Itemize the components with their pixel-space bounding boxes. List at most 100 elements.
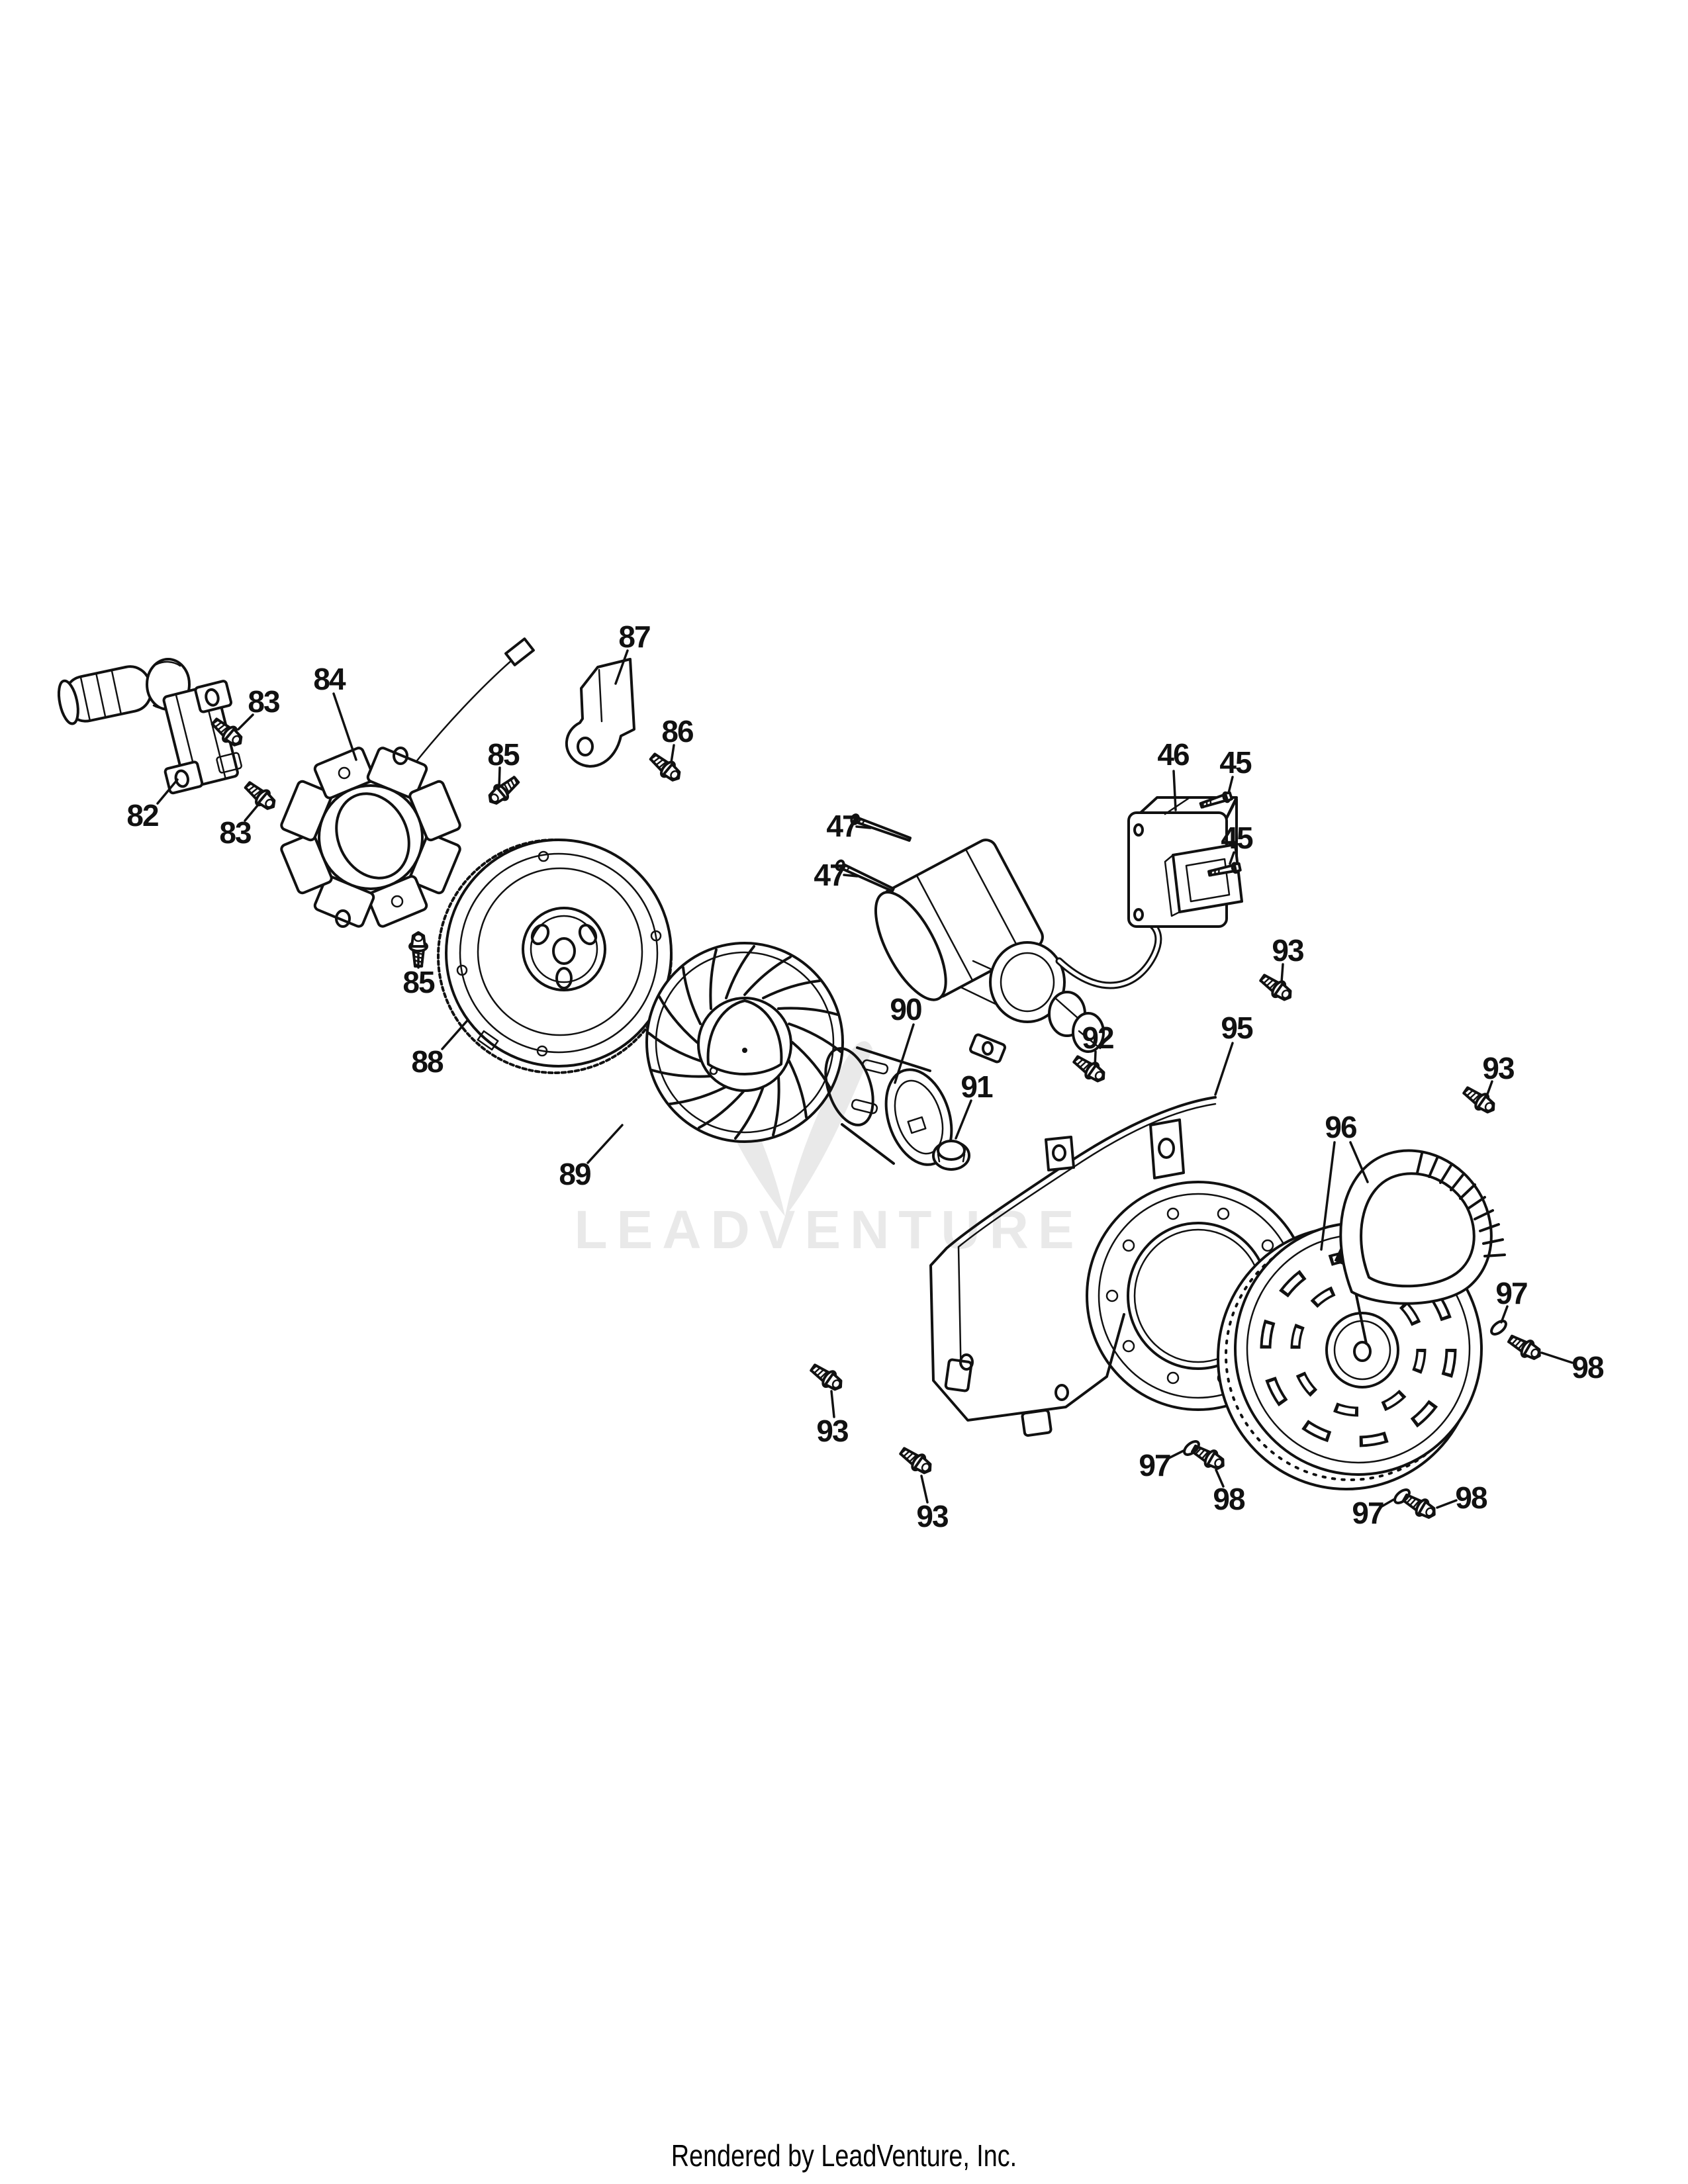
callout-92[interactable]: 92 xyxy=(1082,1021,1115,1068)
leader-line-83 xyxy=(244,803,259,822)
recoil-starter-drawing xyxy=(1217,1149,1506,1490)
recoil-handle-drawing xyxy=(1339,1149,1506,1305)
part-number-88[interactable]: 88 xyxy=(411,1044,445,1079)
part-number-92[interactable]: 92 xyxy=(1082,1021,1115,1055)
leader-line-96 xyxy=(1320,1141,1336,1251)
washer-97-c xyxy=(1487,1317,1510,1338)
screw-98-b xyxy=(1399,1488,1440,1524)
part-number-47[interactable]: 47 xyxy=(814,858,847,892)
part-number-84[interactable]: 84 xyxy=(313,662,348,696)
part-number-46[interactable]: 46 xyxy=(1157,737,1190,772)
ignition-coil-drawing xyxy=(162,680,242,795)
callout-97[interactable]: 97 xyxy=(1495,1276,1528,1324)
part-number-86[interactable]: 86 xyxy=(661,714,694,749)
part-number-90[interactable]: 90 xyxy=(890,992,923,1026)
callout-85[interactable]: 85 xyxy=(487,737,521,789)
part-number-47[interactable]: 47 xyxy=(826,809,859,843)
callout-46[interactable]: 46 xyxy=(1157,737,1190,811)
callout-45[interactable]: 45 xyxy=(1219,745,1253,794)
part-number-83[interactable]: 83 xyxy=(219,815,252,850)
part-number-97[interactable]: 97 xyxy=(1139,1448,1172,1482)
callout-93[interactable]: 93 xyxy=(1272,933,1305,983)
screw-85-a xyxy=(483,772,524,809)
callout-layer: 82 83 83 84 85 85 86 87 88 89 90 91 92 93 93 93 93 95 96 46… xyxy=(126,619,1605,1533)
leader-line-86 xyxy=(670,744,675,764)
leader-line-45 xyxy=(1229,851,1235,865)
callout-98[interactable]: 98 xyxy=(1213,1469,1246,1516)
callout-87[interactable]: 87 xyxy=(614,619,651,685)
callout-86[interactable]: 86 xyxy=(661,714,694,764)
flywheel-nut-drawing xyxy=(932,1140,970,1171)
callout-83[interactable]: 83 xyxy=(237,684,281,731)
spark-plug-boot-drawing xyxy=(57,665,153,725)
callout-82[interactable]: 82 xyxy=(126,778,179,833)
part-number-98[interactable]: 98 xyxy=(1213,1482,1246,1516)
callout-93[interactable]: 93 xyxy=(1482,1051,1515,1097)
footer-credit: Rendered by LeadVenture, Inc. xyxy=(671,2138,1017,2173)
leader-line-98 xyxy=(1436,1499,1458,1509)
part-number-85[interactable]: 85 xyxy=(487,737,521,772)
part-number-93[interactable]: 93 xyxy=(916,1499,949,1533)
stator-drawing xyxy=(280,637,535,928)
leader-line-87 xyxy=(614,649,629,685)
part-number-96[interactable]: 96 xyxy=(1325,1110,1358,1144)
part-number-93[interactable]: 93 xyxy=(1272,933,1305,968)
leader-line-93 xyxy=(1485,1080,1493,1097)
part-number-97[interactable]: 97 xyxy=(1352,1496,1385,1530)
part-number-85[interactable]: 85 xyxy=(402,965,436,999)
starter-cup-drawing xyxy=(824,1046,953,1166)
leader-line-97 xyxy=(1166,1449,1185,1460)
callout-90[interactable]: 90 xyxy=(890,992,923,1084)
leader-line-92 xyxy=(1094,1050,1097,1068)
callout-97[interactable]: 97 xyxy=(1139,1448,1185,1482)
leader-line-93 xyxy=(920,1475,929,1504)
callout-89[interactable]: 89 xyxy=(559,1124,624,1191)
callout-47[interactable]: 47 xyxy=(814,858,859,892)
screw-98-a xyxy=(1188,1439,1229,1475)
flywheel-drawing xyxy=(437,839,673,1074)
callout-47[interactable]: 47 xyxy=(826,809,872,843)
part-number-89[interactable]: 89 xyxy=(559,1157,592,1191)
fan-flywheel-drawing xyxy=(645,942,844,1143)
callout-98[interactable]: 98 xyxy=(1436,1480,1489,1515)
part-number-87[interactable]: 87 xyxy=(618,619,651,654)
part-number-91[interactable]: 91 xyxy=(961,1069,994,1104)
leader-line-89 xyxy=(586,1124,624,1164)
part-number-82[interactable]: 82 xyxy=(126,798,160,833)
screw-93-d xyxy=(896,1442,937,1479)
part-number-93[interactable]: 93 xyxy=(1482,1051,1515,1085)
callout-96[interactable]: 96 xyxy=(1320,1110,1369,1251)
part-number-45[interactable]: 45 xyxy=(1221,821,1254,855)
callout-83[interactable]: 83 xyxy=(219,803,259,850)
part-number-95[interactable]: 95 xyxy=(1221,1011,1254,1045)
callout-45[interactable]: 45 xyxy=(1221,821,1254,865)
leader-line-83 xyxy=(237,713,254,731)
callout-95[interactable]: 95 xyxy=(1214,1011,1254,1096)
part-number-93[interactable]: 93 xyxy=(816,1414,849,1448)
callout-93[interactable]: 93 xyxy=(916,1475,949,1533)
callout-93[interactable]: 93 xyxy=(816,1390,849,1448)
bracket-drawing xyxy=(565,658,635,768)
part-number-83[interactable]: 83 xyxy=(248,684,281,719)
part-number-45[interactable]: 45 xyxy=(1219,745,1253,780)
screw-93-c xyxy=(806,1359,847,1396)
part-number-97[interactable]: 97 xyxy=(1495,1276,1528,1310)
screw-47-a xyxy=(849,812,913,845)
callout-91[interactable]: 91 xyxy=(955,1069,994,1140)
leader-line-46 xyxy=(1172,770,1177,811)
callout-88[interactable]: 88 xyxy=(411,1019,469,1079)
part-number-98[interactable]: 98 xyxy=(1455,1480,1489,1515)
leader-line-45 xyxy=(1227,776,1234,794)
leader-line-97 xyxy=(1380,1498,1395,1508)
part-number-98[interactable]: 98 xyxy=(1571,1350,1605,1385)
screw-93-b xyxy=(1459,1081,1500,1118)
leader-line-98 xyxy=(1215,1469,1225,1488)
callout-97[interactable]: 97 xyxy=(1352,1496,1395,1530)
leader-line-88 xyxy=(441,1019,469,1050)
callout-98[interactable]: 98 xyxy=(1540,1350,1605,1385)
callout-84[interactable]: 84 xyxy=(313,662,357,761)
callout-85[interactable]: 85 xyxy=(402,952,436,999)
leader-line-98 xyxy=(1540,1351,1573,1364)
leader-line-47 xyxy=(843,874,859,878)
